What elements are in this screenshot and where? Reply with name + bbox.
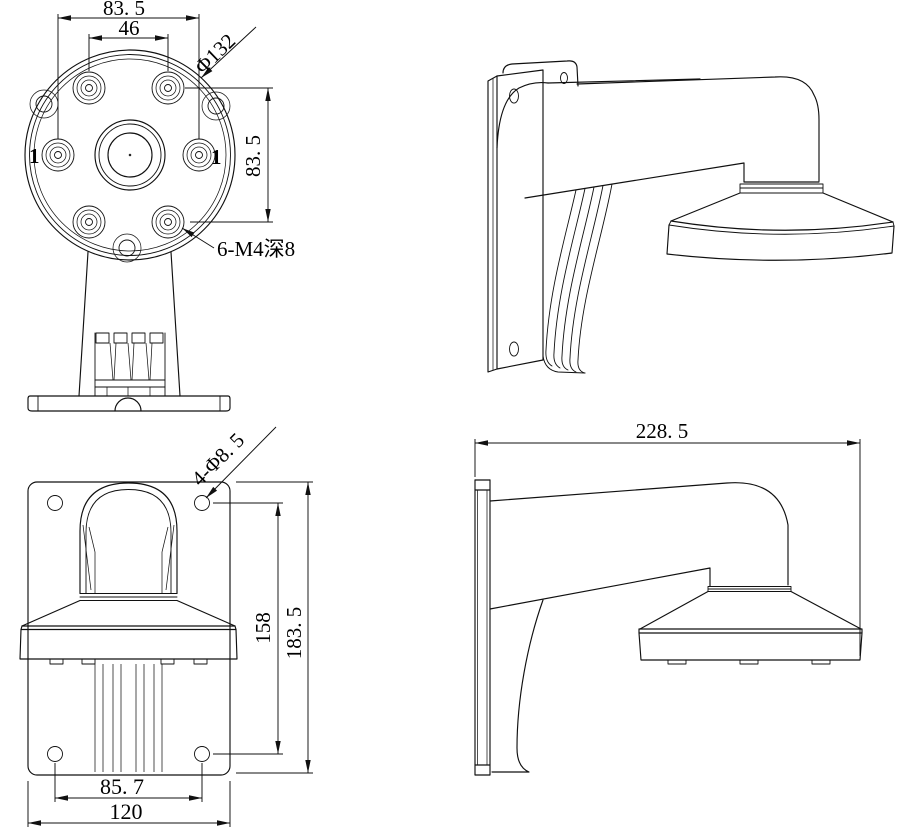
dimension-top-span: 83. 5 [57,0,200,139]
camera-head-iso [666,181,895,261]
hole-callout: 4-Φ8. 5 [187,426,277,499]
wall-plate-profile [474,479,491,776]
hole-callout-label: 4-Φ8. 5 [187,428,249,490]
view-plate-front: 4-Φ8. 5 158 183. 5 85. 7 120 [19,426,313,827]
view-base-front: 1 1 83. 5 46 [24,0,295,412]
hole-mark-right: 1 [211,145,222,169]
dimension-top-inner-span: 46 [88,16,169,71]
view-bracket-iso [487,60,895,374]
plate-screw-holes [47,495,210,762]
m4-screw-holes [41,71,216,239]
wall-plate-outline [27,481,231,776]
hole-mark-left: 1 [29,144,40,168]
dimension-hole-pitch-horizontal: 85. 7 [54,763,203,802]
bracket-ribs-iso [542,183,613,374]
base-stand [27,251,231,412]
base-plate-circles [24,49,236,261]
dim-label-83-5-top: 83. 5 [103,0,145,20]
dimension-side-span: 83. 5 [185,87,273,223]
dim-label-158: 158 [251,612,275,644]
dim-label-diameter: Φ132 [190,29,240,79]
dim-label-85-7: 85. 7 [100,774,144,799]
bracket-arm-profile [489,482,789,773]
view-side-profile: 228. 5 [474,419,863,776]
dim-label-228-5: 228. 5 [636,419,689,443]
dimension-plate-width: 120 [27,781,231,827]
wall-plate-iso [487,60,579,373]
thread-callout: 6-M4深8 [181,227,295,261]
bracket-arm-iso [496,76,820,199]
dim-label-120: 120 [110,799,143,824]
dim-label-83-5-side: 83. 5 [241,135,265,177]
dimension-hole-pitch-vertical: 158 [213,502,283,755]
dimension-total-depth: 228. 5 [474,419,861,656]
thread-callout-label: 6-M4深8 [217,237,295,261]
camera-head-profile [638,586,863,665]
rim-keyhole-slots [29,89,231,263]
dimension-plate-height: 183. 5 [236,481,313,774]
dim-label-46: 46 [119,16,140,40]
bracket-front-projection [19,482,238,772]
dim-label-183-5: 183. 5 [282,607,306,660]
dimension-diameter-leader: Φ132 [190,26,257,79]
